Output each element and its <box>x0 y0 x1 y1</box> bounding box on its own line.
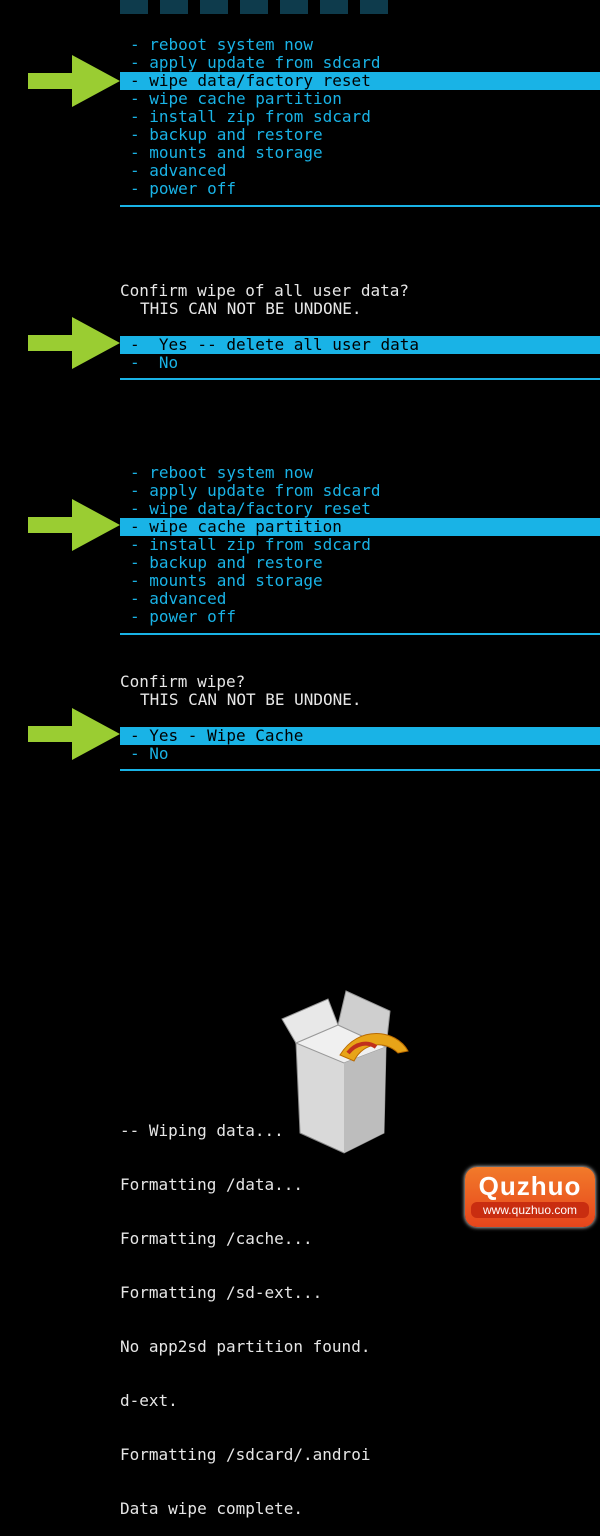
menu-item-backup-restore[interactable]: - backup and restore <box>130 125 323 144</box>
menu-item-power-off[interactable]: - power off <box>130 607 236 626</box>
confirm-data-menu: - Yes -- delete all user data - No <box>120 336 600 382</box>
recovery-menu-1: - reboot system now - apply update from … <box>120 36 600 211</box>
menu-item-wipe-cache[interactable]: - wipe cache partition <box>120 518 600 536</box>
menu-item-advanced[interactable]: - advanced <box>130 589 227 608</box>
wipe-log: -- Wiping data... Formatting /data... Fo… <box>120 1086 370 1536</box>
confirm-data-yes[interactable]: - Yes -- delete all user data <box>120 336 600 354</box>
menu-item-install-zip[interactable]: - install zip from sdcard <box>130 107 371 126</box>
menu-item-apply-update[interactable]: - apply update from sdcard <box>130 53 381 72</box>
log-line: Formatting /data... <box>120 1175 304 1194</box>
menu-item-reboot[interactable]: - reboot system now <box>130 463 314 482</box>
confirm-data-no[interactable]: - No <box>130 353 179 372</box>
confirm-cache-warning: THIS CAN NOT BE UNDONE. <box>140 690 362 709</box>
arrow-right-icon <box>28 499 120 551</box>
menu-divider <box>120 205 600 207</box>
log-line: Data wipe complete. <box>120 1499 304 1518</box>
menu-item-wipe-data[interactable]: - wipe data/factory reset <box>130 499 371 518</box>
menu-item-mounts-storage[interactable]: - mounts and storage <box>130 571 323 590</box>
menu-item-power-off[interactable]: - power off <box>130 179 236 198</box>
menu-item-backup-restore[interactable]: - backup and restore <box>130 553 323 572</box>
menu-item-reboot[interactable]: - reboot system now <box>130 35 314 54</box>
arrow-right-icon <box>28 55 120 107</box>
confirm-cache-menu: - Yes - Wipe Cache - No <box>120 727 600 773</box>
confirm-cache-question: Confirm wipe? <box>120 672 246 691</box>
confirm-data-question: Confirm wipe of all user data? <box>120 281 409 300</box>
menu-divider <box>120 633 600 635</box>
log-line: No app2sd partition found. Skipping form… <box>120 1337 370 1356</box>
log-line: d-ext. <box>120 1391 178 1410</box>
confirm-cache-yes[interactable]: - Yes - Wipe Cache <box>120 727 600 745</box>
watermark-logo: Quzhuo www.quzhuo.com <box>465 1167 595 1227</box>
arrow-right-icon <box>28 708 120 760</box>
menu-item-apply-update[interactable]: - apply update from sdcard <box>130 481 381 500</box>
confirm-data-warning: THIS CAN NOT BE UNDONE. <box>140 299 362 318</box>
top-cut-header <box>120 0 390 14</box>
log-line: Formatting /sdcard/.android_secure... <box>120 1445 370 1464</box>
watermark-url: www.quzhuo.com <box>471 1202 589 1218</box>
install-box-icon <box>281 990 409 1154</box>
arrow-right-icon <box>28 317 120 369</box>
menu-item-wipe-data[interactable]: - wipe data/factory reset <box>120 72 600 90</box>
menu-item-install-zip[interactable]: - install zip from sdcard <box>130 535 371 554</box>
log-line: Formatting /cache... <box>120 1229 313 1248</box>
watermark-name: Quzhuo <box>478 1171 582 1201</box>
menu-item-mounts-storage[interactable]: - mounts and storage <box>130 143 323 162</box>
confirm-cache-no[interactable]: - No <box>130 744 169 763</box>
menu-divider <box>120 378 600 380</box>
log-line: -- Wiping data... <box>120 1121 284 1140</box>
log-line: Formatting /sd-ext... <box>120 1283 323 1302</box>
menu-item-wipe-cache[interactable]: - wipe cache partition <box>130 89 342 108</box>
menu-item-advanced[interactable]: - advanced <box>130 161 227 180</box>
menu-divider <box>120 769 600 771</box>
recovery-menu-2: - reboot system now - apply update from … <box>120 464 600 639</box>
